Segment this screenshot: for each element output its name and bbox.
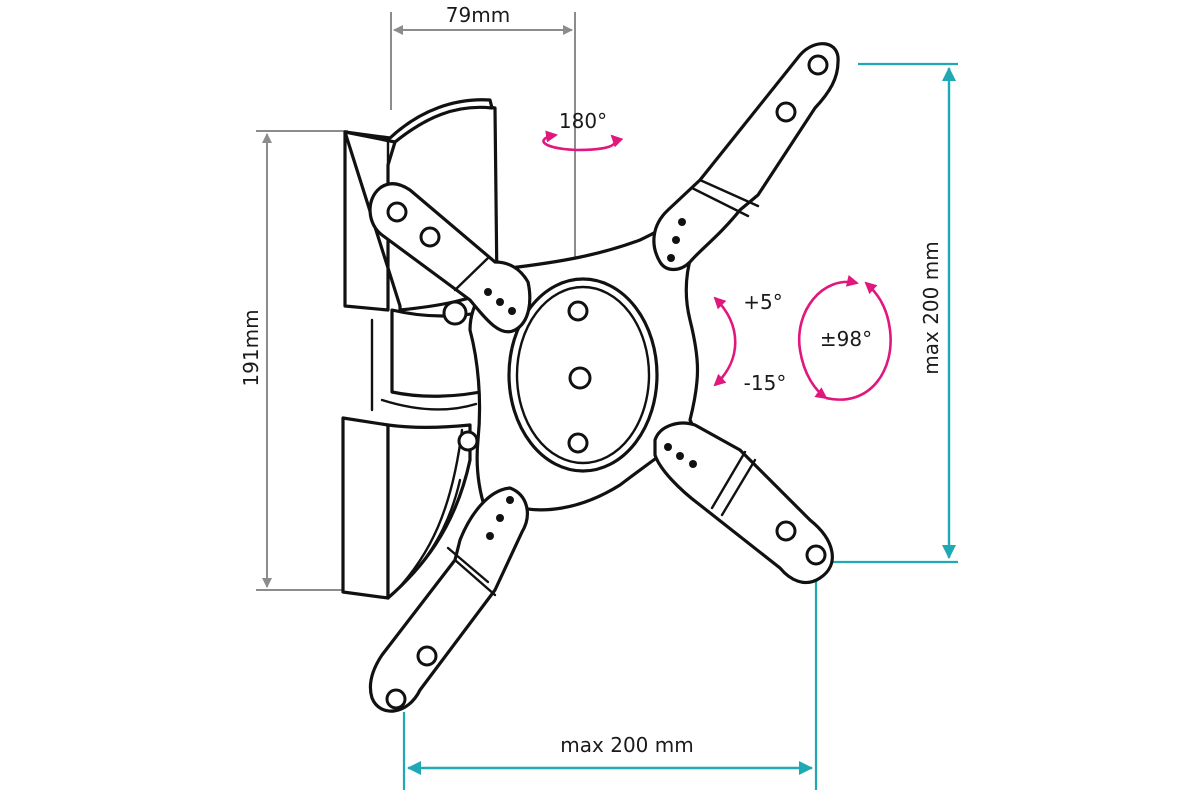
swivel-arrow-icon (542, 130, 624, 152)
vesa-height-label: max 200 mm (919, 241, 943, 374)
pivot-label: ±98° (820, 327, 872, 351)
pivot-indicator: ±98° (797, 274, 892, 401)
plate-hole-top (567, 300, 589, 322)
rotation-arrow-icon-2 (825, 281, 892, 401)
tilt-down-label: -15° (744, 371, 787, 395)
bracket-arm-top-right (652, 42, 840, 272)
tilt-indicator: +5° -15° (713, 290, 787, 395)
plate-hole-center (568, 366, 592, 390)
height-dimension: 191mm (239, 130, 348, 591)
rotation-arrow-icon (797, 274, 859, 400)
depth-dimension: 79mm (390, 3, 576, 258)
bracket-arm-bottom-left (368, 486, 529, 713)
vesa-height-dimension: max 200 mm (826, 62, 958, 564)
tilt-arrow-icon (713, 296, 737, 387)
swivel-indicator: 180° (542, 109, 624, 152)
bracket-arm-top-left (368, 182, 532, 334)
vesa-width-label: max 200 mm (560, 733, 693, 757)
swivel-label: 180° (559, 109, 607, 133)
height-label: 191mm (239, 309, 263, 386)
plate-hole-bottom (567, 432, 589, 454)
bracket-arm-bottom-right (653, 421, 834, 584)
depth-label: 79mm (446, 3, 510, 27)
vesa-width-dimension: max 200 mm (402, 578, 818, 790)
tilt-up-label: +5° (743, 290, 782, 314)
